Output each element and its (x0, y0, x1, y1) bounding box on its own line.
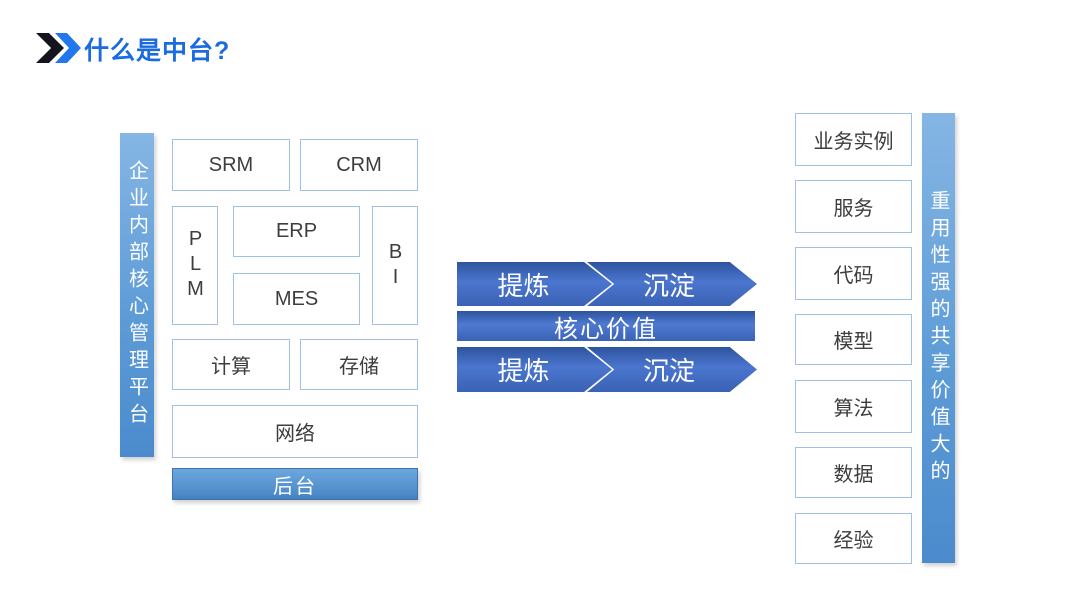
page-title: 什么是中台? (84, 37, 231, 65)
arrow-deposit-top: 沉淀 (587, 262, 757, 306)
system-box-network: 网络 (172, 405, 418, 458)
system-box-plm: PLM (172, 206, 218, 325)
system-box-compute: 计算 (172, 339, 290, 390)
asset-box-algorithm: 算法 (795, 380, 912, 433)
slide-header: 什么是中台? (0, 0, 1080, 80)
process-arrow-row-top: 提炼 沉淀 (457, 262, 757, 306)
system-box-srm: SRM (172, 139, 290, 191)
backend-bar: 后台 (172, 468, 418, 500)
asset-box-experience: 经验 (795, 513, 912, 564)
asset-box-model: 模型 (795, 314, 912, 365)
process-arrow-row-bottom: 提炼 沉淀 (457, 347, 757, 392)
core-value-band: 核心价值 (457, 311, 755, 343)
asset-box-business-instance: 业务实例 (795, 113, 912, 166)
system-box-storage: 存储 (300, 339, 418, 390)
arrow-deposit-bottom: 沉淀 (587, 347, 757, 392)
arrow-refine-bottom: 提炼 (457, 347, 612, 392)
arrow-refine-top: 提炼 (457, 262, 612, 306)
system-box-erp: ERP (233, 206, 360, 257)
system-box-bi: BI (372, 206, 418, 325)
right-value-bar: 重用性强的共享价值大的 (922, 113, 955, 563)
system-box-crm: CRM (300, 139, 418, 191)
system-box-bi-label: BI (384, 240, 407, 291)
asset-box-service: 服务 (795, 180, 912, 233)
asset-box-data: 数据 (795, 447, 912, 498)
asset-box-code: 代码 (795, 247, 912, 300)
left-platform-bar: 企业内部核心管理平台 (120, 133, 154, 457)
system-box-plm-label: PLM (184, 228, 207, 303)
system-box-mes: MES (233, 273, 360, 325)
